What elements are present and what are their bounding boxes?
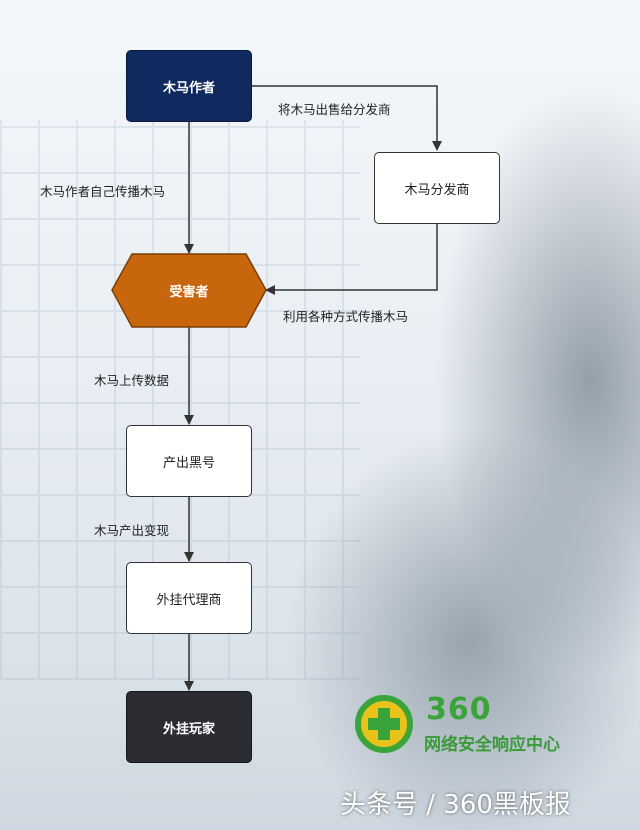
watermark-text: 头条号 / 360黑板报 [340, 790, 571, 820]
edge-label-author-self-spread: 木马作者自己传播木马 [40, 184, 166, 199]
edge-author-to-distributor [252, 85, 442, 151]
node-trojan-distributor: 木马分发商 [374, 152, 500, 224]
edge-label-upload-data: 木马上传数据 [94, 373, 170, 388]
edge-label-monetize: 木马产出变现 [94, 523, 170, 538]
logo-360-number: 360 [426, 692, 492, 727]
victim-hexagon-shape [111, 253, 267, 328]
node-cheat-agent-label: 外挂代理商 [156, 592, 222, 608]
node-trojan-distributor-label: 木马分发商 [404, 182, 470, 198]
node-black-accounts-label: 产出黑号 [162, 455, 215, 471]
node-cheat-player: 外挂玩家 [126, 691, 252, 763]
logo-360-emblem-icon [355, 695, 413, 753]
edge-distributor-to-victim [265, 224, 438, 295]
node-cheat-agent: 外挂代理商 [126, 562, 252, 634]
edge-label-spread-various: 利用各种方式传播木马 [283, 309, 409, 324]
logo-360-subtitle: 网络安全响应中心 [424, 735, 560, 755]
node-trojan-author: 木马作者 [126, 50, 252, 122]
node-cheat-player-label: 外挂玩家 [162, 721, 215, 737]
node-victim-label: 受害者 [169, 285, 209, 300]
logo-360: 360 网络安全响应中心 [352, 692, 612, 756]
node-black-accounts: 产出黑号 [126, 425, 252, 497]
edge-label-sell-to-distributor: 将木马出售给分发商 [278, 102, 391, 117]
node-victim: 受害者 [112, 254, 266, 327]
node-trojan-author-label: 木马作者 [162, 80, 215, 96]
